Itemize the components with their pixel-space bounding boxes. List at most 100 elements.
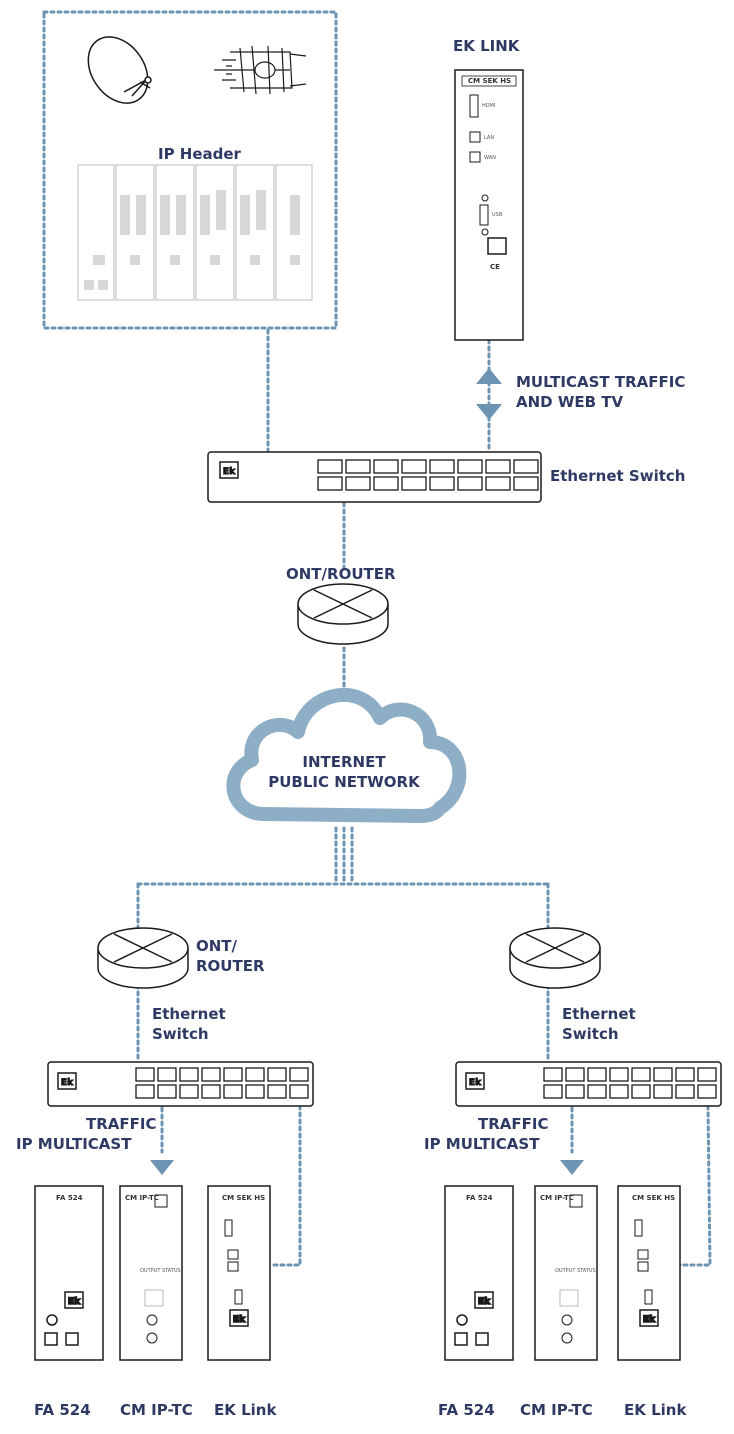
switch-port <box>653 1067 673 1082</box>
web-tv-label: AND WEB TV <box>516 393 624 411</box>
ont-router-label: ONT/ROUTER <box>286 565 396 583</box>
switch-port <box>401 476 427 491</box>
output-status-label: OUTPUT STATUS <box>140 1268 181 1274</box>
output-status-label: OUTPUT STATUS <box>555 1268 596 1274</box>
fa524-device-right <box>444 1185 514 1361</box>
usb-port-label: USB <box>492 212 503 218</box>
switch-port <box>267 1084 287 1099</box>
device-model-label: CM IP-TC <box>540 1194 574 1202</box>
switch-port <box>201 1084 221 1099</box>
ip-header-rack <box>77 164 313 301</box>
hdmi-port-label: HDMI <box>482 103 496 109</box>
ce-mark: CE <box>490 263 500 271</box>
switch-port <box>223 1084 243 1099</box>
switch-port <box>345 476 371 491</box>
ip-header-label: IP Header <box>158 145 241 163</box>
switch-port <box>565 1084 585 1099</box>
satellite-dish-icon <box>87 36 152 104</box>
switch-port <box>609 1067 629 1082</box>
caption-eklink-right: EK Link <box>624 1401 687 1419</box>
switch-port <box>587 1067 607 1082</box>
multicast-traffic-label: MULTICAST TRAFFIC <box>516 373 686 391</box>
switch-port <box>373 459 399 474</box>
ethernet-right-label-line1: Ethernet <box>562 1005 636 1023</box>
traffic-left-label-line1: TRAFFIC <box>86 1115 157 1133</box>
ethernet-switch-label: Ethernet Switch <box>550 467 686 485</box>
internet-label: INTERNET <box>302 753 386 771</box>
device-model-label: CM IP-TC <box>125 1194 159 1202</box>
traffic-right-label-line2: IP MULTICAST <box>424 1135 540 1153</box>
caption-cmiptc-left: CM IP-TC <box>120 1401 193 1419</box>
ip-header-dotted-box <box>42 10 338 330</box>
ek-link-device-left <box>207 1185 271 1361</box>
lan-port-label: LAN <box>484 135 495 141</box>
switch-port <box>513 459 539 474</box>
switch-port <box>157 1084 177 1099</box>
cm-iptc-device-right <box>534 1185 598 1361</box>
switch-port <box>697 1084 717 1099</box>
switch-port <box>135 1084 155 1099</box>
cloud-icon <box>226 687 467 823</box>
switch-port <box>675 1084 695 1099</box>
traffic-left-label-line2: IP MULTICAST <box>16 1135 132 1153</box>
switch-port <box>245 1084 265 1099</box>
router-icon <box>297 583 389 645</box>
arrow-up-icon <box>476 368 502 384</box>
switch-port <box>245 1067 265 1082</box>
caption-eklink-left: EK Link <box>214 1401 277 1419</box>
switch-port <box>345 459 371 474</box>
switch-port <box>485 476 511 491</box>
device-model-label: CM SEK HS <box>468 77 512 85</box>
arrow-down-icon <box>150 1160 174 1175</box>
arrow-down-icon <box>560 1160 584 1175</box>
switch-port <box>317 476 343 491</box>
device-model-label: FA 524 <box>466 1194 493 1202</box>
terrestrial-antenna-icon <box>214 45 307 95</box>
switch-port <box>631 1084 651 1099</box>
device-model-label: CM SEK HS <box>632 1194 676 1202</box>
router-icon <box>509 927 601 989</box>
ek-link-title: EK LINK <box>453 37 520 55</box>
switch-port <box>289 1067 309 1082</box>
device-model-label: FA 524 <box>56 1194 83 1202</box>
switch-port <box>429 459 455 474</box>
switch-port <box>179 1084 199 1099</box>
cm-iptc-device-left <box>119 1185 183 1361</box>
switch-port <box>373 476 399 491</box>
switch-port <box>631 1067 651 1082</box>
ek-link-device-right <box>617 1185 681 1361</box>
switch-port <box>457 459 483 474</box>
switch-port <box>317 459 343 474</box>
switch-port <box>587 1084 607 1099</box>
ont-left-label-line2: ROUTER <box>196 957 265 975</box>
switch-port <box>157 1067 177 1082</box>
switch-port <box>201 1067 221 1082</box>
switch-port <box>135 1067 155 1082</box>
router-icon <box>97 927 189 989</box>
caption-fa524-left: FA 524 <box>34 1401 91 1419</box>
arrow-down-icon <box>476 404 502 420</box>
ek-link-device-top <box>454 69 524 341</box>
ethernet-left-label-line2: Switch <box>152 1025 209 1043</box>
switch-port <box>675 1067 695 1082</box>
connection-lines <box>42 10 712 1267</box>
traffic-right-label-line1: TRAFFIC <box>478 1115 549 1133</box>
ethernet-right-label-line2: Switch <box>562 1025 619 1043</box>
switch-port <box>401 459 427 474</box>
public-network-label: PUBLIC NETWORK <box>268 773 420 791</box>
switch-port <box>653 1084 673 1099</box>
ont-left-label-line1: ONT/ <box>196 937 238 955</box>
switch-port <box>429 476 455 491</box>
switch-port <box>543 1067 563 1082</box>
switch-port <box>267 1067 287 1082</box>
ethernet-left-label-line1: Ethernet <box>152 1005 226 1023</box>
switch-port <box>697 1067 717 1082</box>
switch-port <box>179 1067 199 1082</box>
switch-port <box>513 476 539 491</box>
switch-port <box>485 459 511 474</box>
switch-port <box>565 1067 585 1082</box>
switch-port <box>289 1084 309 1099</box>
switch-port <box>543 1084 563 1099</box>
fa524-device-left <box>34 1185 104 1361</box>
